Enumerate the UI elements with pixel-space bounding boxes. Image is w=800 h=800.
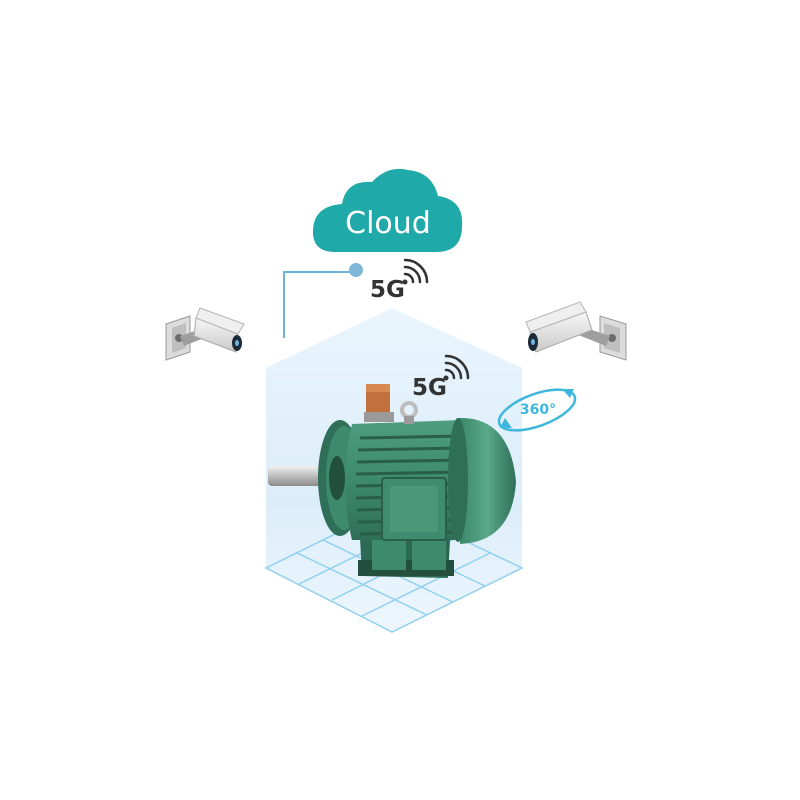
cloud-icon: Cloud xyxy=(312,168,463,252)
network-link xyxy=(283,263,363,338)
rotate-360-icon: 360° xyxy=(497,388,577,432)
right-security-camera xyxy=(525,301,627,361)
rotation-label: 360° xyxy=(520,402,556,418)
left-security-camera xyxy=(165,307,245,361)
wireless-signal-icon xyxy=(443,354,470,381)
security-camera-icon xyxy=(525,301,627,361)
motor-shaft xyxy=(268,466,330,486)
security-camera-icon xyxy=(165,307,245,361)
electric-motor xyxy=(268,384,516,578)
lower-5g-indicator: 5G xyxy=(412,354,470,401)
upper-5g-label: 5G xyxy=(370,277,405,303)
wireless-signal-icon xyxy=(402,258,429,285)
upper-5g-indicator: 5G xyxy=(370,258,429,303)
lower-5g-label: 5G xyxy=(412,375,447,401)
cloud-label: Cloud xyxy=(345,206,431,241)
terminal-box xyxy=(366,388,390,414)
